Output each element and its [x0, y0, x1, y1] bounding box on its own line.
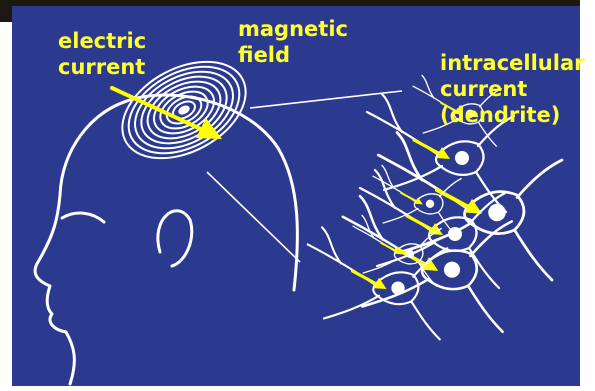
neuron-soma: [444, 262, 460, 278]
neuron-soma: [426, 200, 434, 208]
neuron-soma: [406, 250, 414, 258]
neuron-soma: [455, 151, 469, 165]
neuron-soma: [488, 204, 506, 222]
neuron-soma: [391, 281, 404, 294]
